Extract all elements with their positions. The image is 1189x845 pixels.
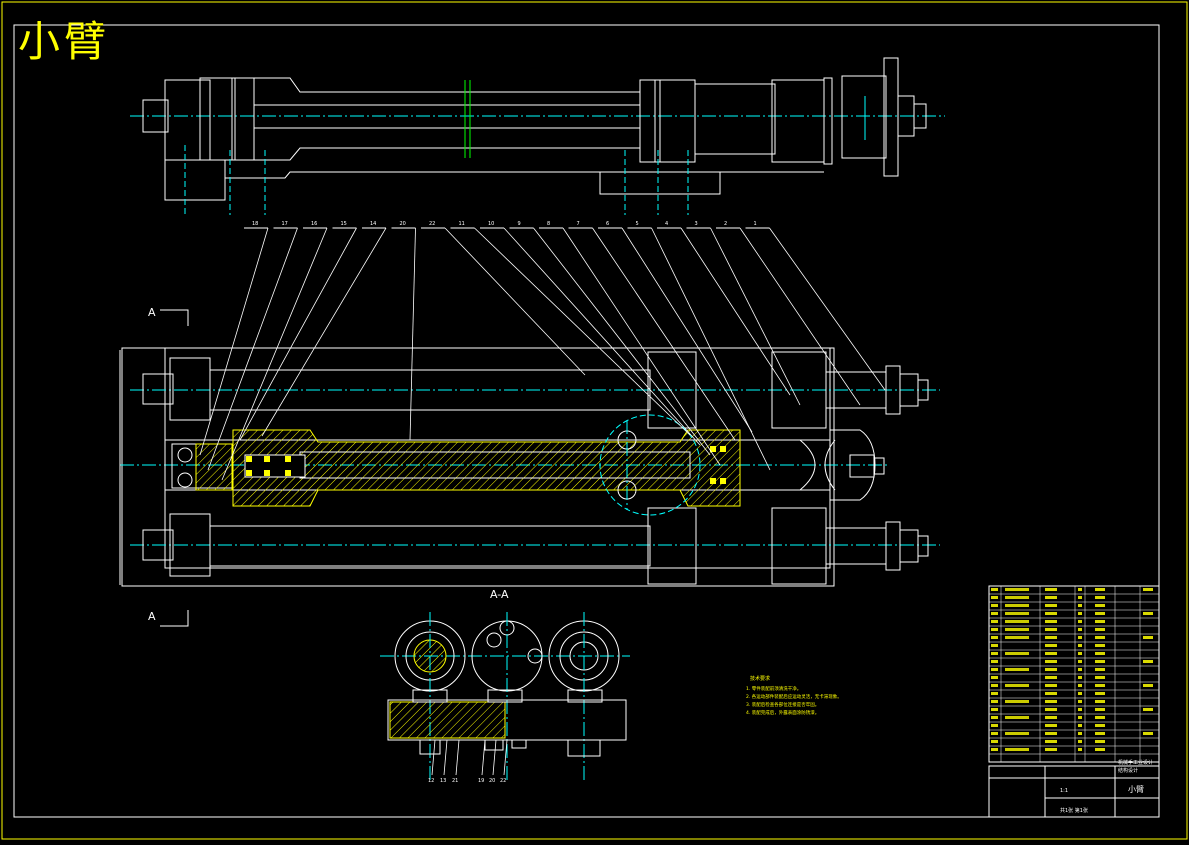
hatched-connecting-rod — [232, 429, 741, 507]
balloon-number: 18 — [252, 221, 258, 227]
balloon-number: 16 — [311, 221, 317, 227]
balloon-number: 4 — [665, 221, 668, 227]
leader-line — [769, 227, 886, 391]
balloon-number: 2 — [724, 221, 727, 227]
leader-line — [621, 227, 753, 433]
leader-line — [651, 227, 771, 471]
tech-note-line-4: 4. 装配完成后，外露表面涂防锈漆。 — [746, 709, 819, 716]
callout-number: 12 — [428, 778, 434, 784]
balloon-number: 9 — [518, 221, 521, 227]
tech-note-line-3: 3. 装配后检查各部位连接是否牢固。 — [746, 701, 819, 708]
leader-line — [444, 227, 586, 376]
title-block-scale: 1:1 — [1060, 788, 1068, 794]
leader-line — [562, 227, 721, 466]
section-view: A-A 12 13 21 19 20 22 — [380, 588, 630, 784]
balloon-number: 3 — [695, 221, 698, 227]
callout-leader — [503, 739, 508, 776]
callout-number: 20 — [489, 778, 495, 784]
leader-line — [239, 227, 357, 441]
balloon-number: 1 — [754, 221, 757, 227]
balloon-number: 8 — [547, 221, 550, 227]
leader-line — [207, 227, 298, 471]
org-line-1: 机械手工业设计 — [1118, 759, 1153, 766]
balloon-number: 11 — [459, 221, 465, 227]
callout-leader — [431, 739, 436, 776]
leader-line — [739, 227, 861, 406]
leader-line — [503, 227, 701, 446]
drawing-title: 小臂 — [18, 17, 111, 66]
callout-leader — [443, 739, 448, 776]
callout-leader — [481, 739, 486, 776]
callout-number: 21 — [452, 778, 458, 784]
front-view: A A — [119, 227, 940, 627]
leader-line — [710, 227, 801, 406]
leader-line — [409, 227, 416, 441]
callout-number: 22 — [500, 778, 506, 784]
title-block-sheet: 共1张 第1张 — [1060, 807, 1088, 814]
top-view — [130, 57, 945, 215]
leader-line — [592, 227, 736, 441]
callout-number: 13 — [440, 778, 446, 784]
balloon-number: 14 — [370, 221, 376, 227]
balloon-row: 18 17 16 15 14 20 22 11 10 9 8 7 6 5 4 3 2 1 — [244, 221, 770, 229]
leader-line — [221, 227, 328, 481]
tech-notes-heading: 技术要求 — [750, 675, 770, 682]
balloon-number: 15 — [341, 221, 347, 227]
balloon-number: 6 — [606, 221, 609, 227]
leader-line — [474, 227, 691, 436]
section-label: A-A — [490, 588, 509, 601]
tech-note-line-1: 1. 零件装配前须清洗干净。 — [746, 685, 801, 692]
leader-line — [199, 227, 269, 456]
balloon-number: 7 — [577, 221, 580, 227]
org-line-2: 结构设计 — [1118, 767, 1138, 774]
balloon-number: 20 — [400, 221, 406, 227]
balloon-number: 17 — [282, 221, 288, 227]
callout-leader — [492, 739, 497, 776]
title-block: 机械手工业设计 结构设计 小臂 1:1 共1张 第1张 — [988, 759, 1160, 818]
balloon-number: 5 — [636, 221, 639, 227]
section-mark-bottom: A — [148, 610, 156, 623]
balloon-number: 10 — [488, 221, 494, 227]
balloon-number: 22 — [429, 221, 435, 227]
parts-list — [988, 585, 1160, 763]
inner-border — [13, 24, 1160, 818]
leader-line — [533, 227, 711, 456]
section-mark-top: A — [148, 306, 156, 319]
tech-notes: 技术要求 1. 零件装配前须清洗干净。 2. 各运动部件装配后应运动灵活，无卡滞… — [746, 675, 842, 716]
callout-number: 19 — [478, 778, 484, 784]
leader-line — [261, 227, 387, 437]
tech-note-line-2: 2. 各运动部件装配后应运动灵活，无卡滞现象。 — [746, 693, 842, 700]
leader-line — [680, 227, 791, 396]
callout-leader — [455, 739, 460, 776]
title-block-name: 小臂 — [1128, 784, 1144, 794]
